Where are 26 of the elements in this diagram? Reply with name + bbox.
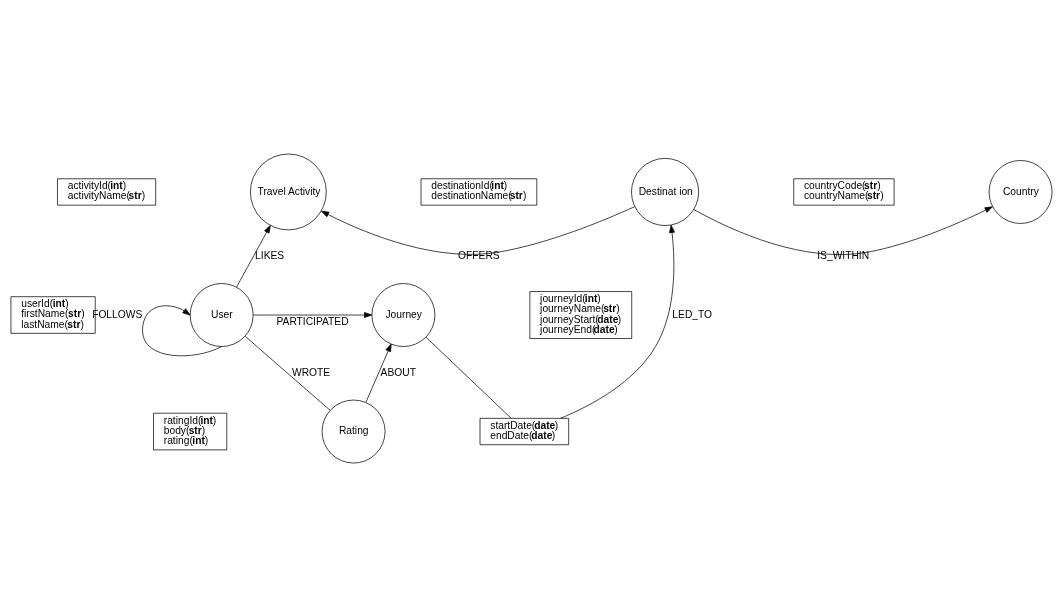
edge-label: IS_WITHIN xyxy=(817,249,870,261)
arrow xyxy=(321,205,636,255)
connector xyxy=(244,335,331,411)
edge-label: LIKES xyxy=(255,249,285,261)
node-circle: Travel Activity xyxy=(250,153,327,230)
edge-label: WROTE xyxy=(291,366,331,378)
arrow xyxy=(693,205,993,255)
node-circle: Destinat ion xyxy=(631,157,700,226)
edge-label: ABOUT xyxy=(380,366,416,378)
arrow xyxy=(560,224,675,419)
arrow xyxy=(252,311,373,318)
node-circle: Rating xyxy=(321,399,386,463)
node-circle: User xyxy=(189,282,254,347)
node-circle: Country xyxy=(988,159,1053,224)
node-box: activityId(int) activityName(str) xyxy=(57,177,157,206)
arrow xyxy=(142,304,222,356)
node-box: ratingId(int) body(str) rating(int) xyxy=(153,412,228,450)
node-circle: Journey xyxy=(371,282,436,347)
node-box: countryCode(str) countryName(str) xyxy=(793,177,895,206)
connector xyxy=(425,336,512,419)
arrow xyxy=(236,224,271,287)
edge-label: PARTICIPATED xyxy=(276,315,349,327)
edge-label: OFFERS xyxy=(458,249,500,261)
node-box: startDate(date) endDate(date) xyxy=(479,417,570,445)
arrow xyxy=(365,343,392,403)
edge-label: LED_TO xyxy=(672,308,713,320)
